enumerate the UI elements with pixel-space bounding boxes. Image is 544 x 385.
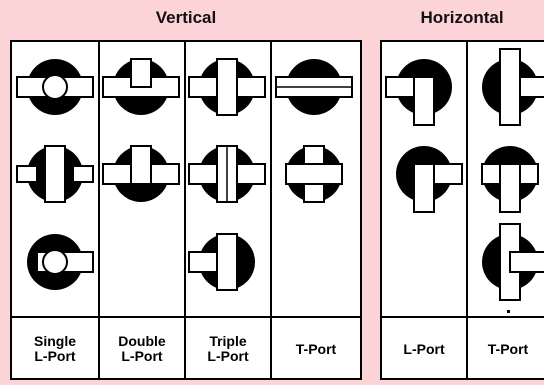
double-l-port-label: Double L-Port	[118, 333, 166, 364]
column-divider	[98, 42, 100, 378]
column-divider	[184, 42, 186, 378]
single-l-port-valve-3	[27, 234, 94, 290]
column-divider	[270, 42, 272, 378]
horizontal-valve-table: L-Port T-Port	[380, 40, 544, 380]
t-port-valve-1	[275, 59, 353, 115]
t-port-valve-2	[285, 145, 343, 203]
triple-l-port-label: Triple L-Port	[207, 333, 249, 364]
label-row-divider	[12, 316, 360, 318]
horizontal-t-port-label: T-Port	[487, 340, 529, 357]
horizontal-header: Horizontal	[420, 8, 504, 27]
horizontal-l-port-label: L-Port	[403, 340, 445, 357]
triple-l-port-valve-2	[188, 145, 266, 203]
horizontal-t-port-valve-1	[482, 48, 544, 126]
triple-l-port-valve-3	[188, 233, 255, 291]
single-l-port-label: Single L-Port	[33, 333, 76, 364]
double-l-port-valve-2	[102, 145, 180, 202]
dot-marker	[507, 310, 510, 313]
vertical-header: Vertical	[155, 8, 217, 27]
triple-l-port-valve-1	[188, 58, 266, 116]
horizontal-l-port-valve-1	[385, 59, 452, 126]
horizontal-l-port-valve-2	[396, 146, 463, 213]
label-row-divider	[382, 316, 544, 318]
single-l-port-valve-1	[16, 59, 94, 115]
t-port-vertical-label: T-Port	[295, 340, 337, 357]
horizontal-t-port-valve-2	[481, 146, 539, 213]
single-l-port-valve-2	[16, 145, 94, 203]
column-divider	[466, 42, 468, 378]
double-l-port-valve-1	[102, 58, 180, 115]
vertical-valve-table: Single L-Port Double L-Port Triple L-Por…	[10, 40, 362, 380]
horizontal-t-port-valve-3	[482, 223, 544, 301]
